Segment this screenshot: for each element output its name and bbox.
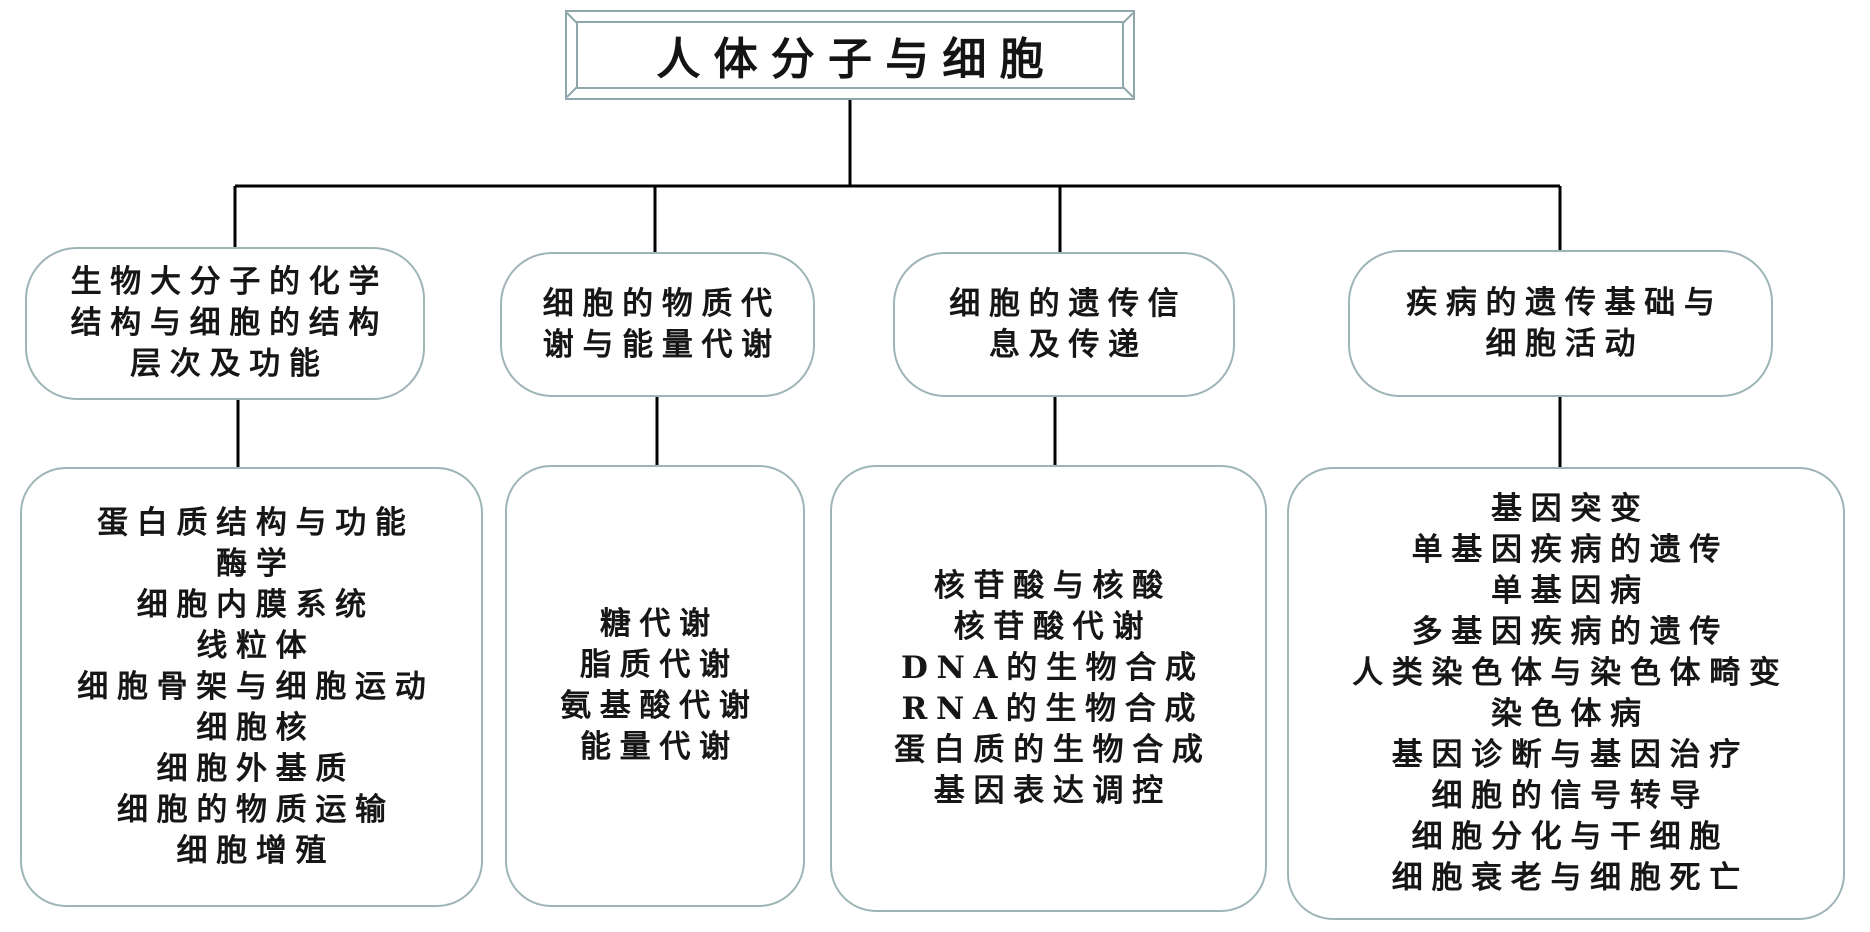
text-line: 人类染色体与染色体畸变 — [1352, 654, 1789, 691]
text-line: 氨基酸代谢 — [560, 688, 759, 724]
bevel-corner-bottom-right — [1122, 86, 1134, 98]
text-line: 细胞衰老与细胞死亡 — [1391, 859, 1749, 896]
text-line: 线粒体 — [196, 627, 316, 664]
branch-node-cell-metabolism: 细胞的物质代谢与能量代谢 — [500, 252, 815, 397]
branch-node-macromolecules-cell-structure: 生物大分子的化学结构与细胞的结构层次及功能 — [25, 247, 425, 400]
topic-node-cell-metabolism: 糖代谢脂质代谢氨基酸代谢能量代谢 — [505, 465, 805, 907]
branch-node-genetic-information: 细胞的遗传信息及传递 — [893, 252, 1235, 397]
text-line: 基因表达调控 — [933, 772, 1172, 809]
text-line: 结构与细胞的结构 — [70, 305, 389, 341]
text-line: 核苷酸与核酸 — [933, 567, 1172, 604]
text-line: 糖代谢 — [599, 606, 719, 642]
text-line: 层次及功能 — [130, 346, 329, 382]
topic-node-genetic-information: 核苷酸与核酸核苷酸代谢 DNA的生物合成 RNA的生物合成蛋白质的生物合成基因表达调… — [830, 465, 1267, 912]
text-line: 生物大分子的化学 — [70, 264, 389, 300]
text-line: 细胞核 — [196, 709, 316, 746]
text-line: 单基因疾病的遗传 — [1411, 531, 1730, 568]
text-line: 蛋白质的生物合成 — [894, 731, 1212, 768]
topic-node-disease-genetics-cell-activity: 基因突变单基因疾病的遗传单基因病多基因疾病的遗传人类染色体与染色体畸变染色体病基… — [1287, 467, 1845, 920]
text-line: 细胞骨架与细胞运动 — [77, 668, 435, 705]
text-line: 单基因病 — [1490, 572, 1650, 609]
text-line: 细胞的信号转导 — [1431, 777, 1710, 814]
root-node-inner-frame: 人体分子与细胞 — [576, 21, 1124, 89]
text-line: 息及传递 — [988, 326, 1148, 363]
text-line: 细胞分化与干细胞 — [1411, 818, 1730, 855]
text-line: 细胞内膜系统 — [136, 586, 375, 623]
root-node-label: 人体分子与细胞 — [656, 34, 1057, 85]
text-line: 多基因疾病的遗传 — [1411, 613, 1730, 650]
bevel-corner-top-right — [1122, 12, 1134, 24]
text-line: 谢与能量代谢 — [542, 326, 781, 363]
branch-node-disease-genetics-cell-activity: 疾病的遗传基础与细胞活动 — [1348, 250, 1773, 397]
text-line: 细胞活动 — [1485, 325, 1645, 362]
text-line: 能量代谢 — [579, 729, 739, 765]
text-line: 染色体病 — [1490, 695, 1650, 732]
text-line: 细胞增殖 — [176, 832, 336, 869]
text-line: 疾病的遗传基础与 — [1406, 284, 1724, 321]
text-line: DNA的生物合成 — [900, 649, 1205, 686]
topic-node-macromolecules-cell-structure: 蛋白质结构与功能酶学细胞内膜系统线粒体细胞骨架与细胞运动细胞核细胞外基质细胞的物… — [20, 467, 483, 907]
text-line: 细胞的遗传信 — [949, 285, 1188, 322]
text-line: RNA的生物合成 — [901, 690, 1205, 727]
root-node: 人体分子与细胞 — [565, 10, 1135, 100]
text-line: 细胞的物质代 — [542, 285, 781, 322]
text-line: 基因诊断与基因治疗 — [1391, 736, 1749, 773]
text-line: 基因突变 — [1490, 490, 1650, 527]
text-line: 脂质代谢 — [579, 647, 739, 683]
text-line: 细胞的物质运输 — [116, 791, 395, 828]
text-line: 核苷酸代谢 — [953, 608, 1153, 645]
text-line: 细胞外基质 — [156, 750, 356, 787]
text-line: 酶学 — [216, 545, 296, 582]
text-line: 蛋白质结构与功能 — [97, 504, 415, 541]
